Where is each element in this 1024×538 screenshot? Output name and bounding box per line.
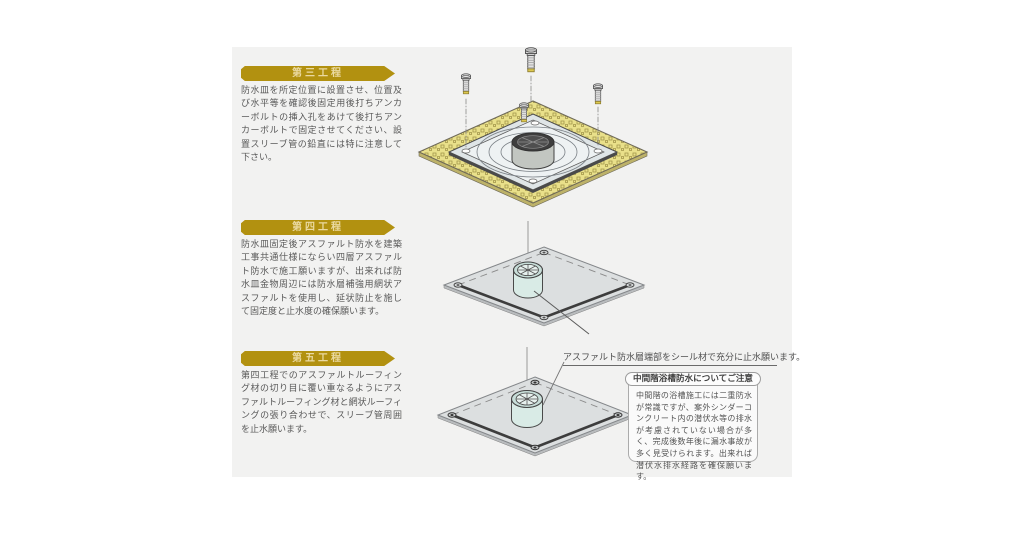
step4-banner: 第四工程	[241, 220, 395, 235]
bolt-hole	[528, 178, 538, 184]
instruction-panel: 第三工程 防水皿を所定位置に設置させ、位置及び水平等を確認後固定用後打ちアンカー…	[232, 47, 805, 481]
step5-banner: 第五工程	[241, 351, 395, 366]
step5-diagram	[436, 347, 634, 457]
section-step5: 第五工程 第四工程でのアスファルトルーフィング材の切り目に覆い重なるようにアスフ…	[241, 351, 403, 437]
section-step3: 第三工程 防水皿を所定位置に設置させ、位置及び水平等を確認後固定用後打ちアンカー…	[241, 66, 403, 165]
anchor-bolt-icon	[460, 73, 472, 95]
seal-callout-label: アスファルト防水層端部をシール材で充分に止水願います。	[563, 350, 805, 366]
caution-note-body: 中間階の浴槽施工には二重防水が常識ですが、案外シンダーコンクリート内の潜伏水等の…	[636, 391, 752, 482]
step3-title: 第三工程	[292, 68, 344, 79]
step4-diagram	[442, 221, 646, 335]
bolt-hole	[593, 148, 603, 154]
step3-body-text: 防水皿を所定位置に設置させ、位置及び水平等を確認後固定用後打ちアンカーボルトの挿…	[241, 86, 402, 164]
corner-bolts	[447, 379, 623, 451]
step5-body-text: 第四工程でのアスファルトルーフィング材の切り目に覆い重なるようにアスファルトルー…	[241, 371, 402, 435]
drain-pipe-line	[533, 290, 590, 335]
caution-note-title: 中間階浴槽防水についてご注意	[624, 372, 762, 386]
caution-note-box: 中間階浴槽防水についてご注意 中間階の浴槽施工には二重防水が常識ですが、案外シン…	[624, 372, 762, 481]
bolt-hole	[530, 120, 540, 126]
step5-title: 第五工程	[292, 353, 344, 364]
anchor-bolt-icon	[524, 47, 538, 73]
corner-bolts	[453, 249, 635, 321]
callout-leader-line	[542, 361, 565, 406]
sleeve-pipe	[510, 389, 544, 428]
anchor-bolt-icon	[593, 83, 603, 105]
step4-title: 第四工程	[292, 222, 344, 233]
step3-diagram	[417, 47, 649, 208]
bolt-hole	[461, 148, 471, 154]
sleeve-pipe	[511, 132, 555, 170]
sleeve-pipe	[512, 261, 544, 299]
section-step4: 第四工程 防水皿固定後アスファルト防水を建築工事共通仕様にならい四層アスファルト…	[241, 220, 403, 319]
step4-body-text: 防水皿固定後アスファルト防水を建築工事共通仕様にならい四層アスファルト防水で施工…	[241, 240, 402, 318]
asphalt-layer-plate	[442, 221, 646, 327]
anchor-bolts	[460, 47, 603, 148]
step3-banner: 第三工程	[241, 66, 395, 81]
